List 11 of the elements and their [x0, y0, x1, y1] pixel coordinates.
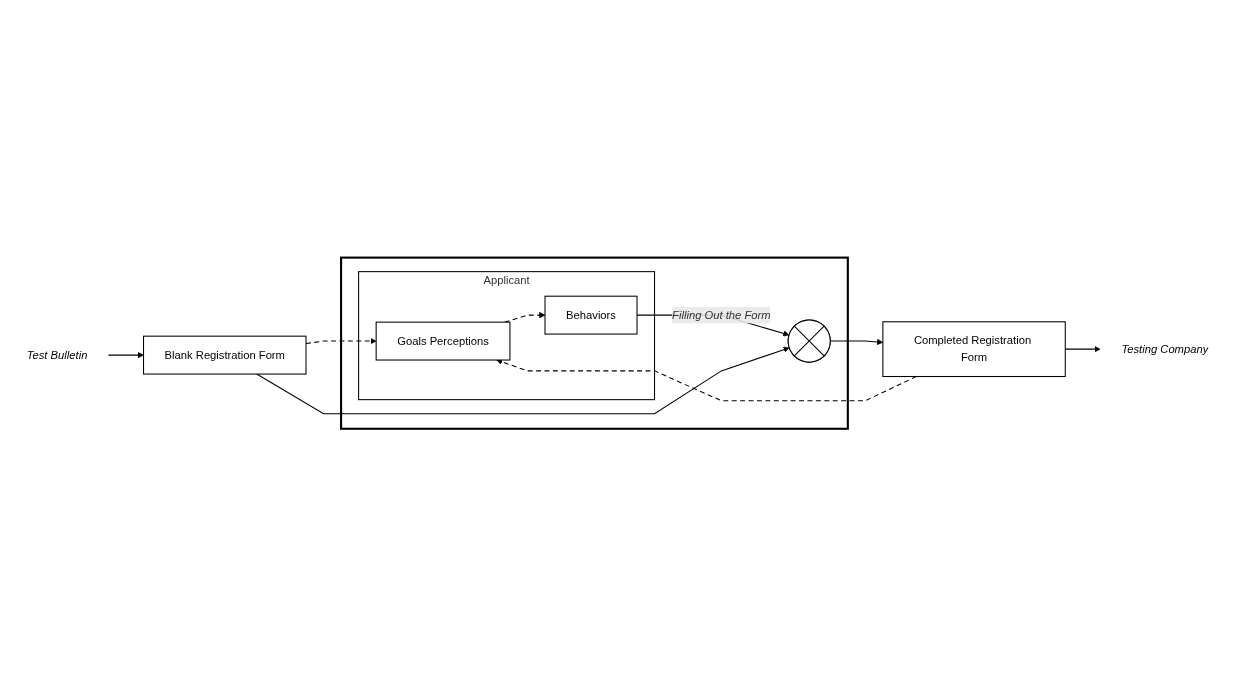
node-box: Blank Registration Form	[143, 335, 307, 375]
node-box: Completed Registration Form	[882, 321, 1066, 378]
edge-label: Filling Out the Form	[672, 309, 771, 322]
node-box: Behaviors	[544, 295, 638, 335]
node-text: Test Bulletin	[26, 349, 88, 362]
node-text: Testing Company	[1121, 343, 1209, 356]
arrow	[496, 359, 917, 402]
arrow	[107, 352, 144, 359]
arrow	[256, 347, 790, 415]
node-box: Goals Perceptions	[375, 321, 511, 361]
cluster	[340, 256, 849, 431]
